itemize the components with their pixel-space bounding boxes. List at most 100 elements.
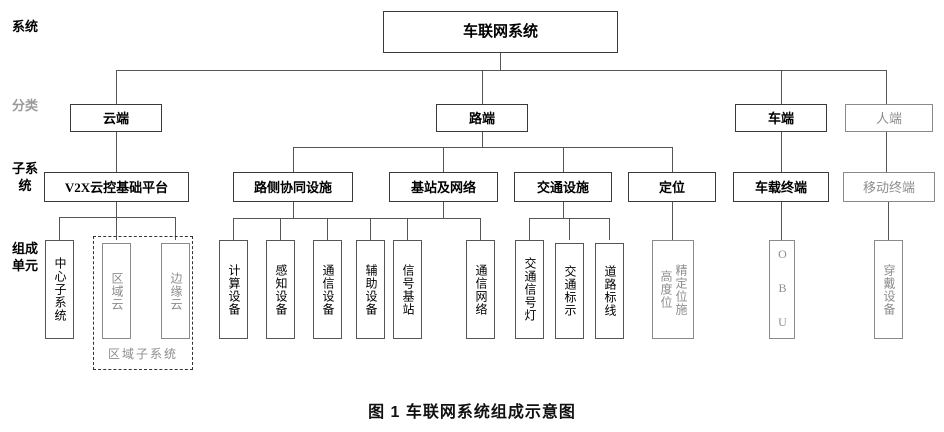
node-component-sensing-device-label: 感知设备 (274, 263, 288, 316)
connector-drop-basestation (443, 147, 444, 172)
node-component-communication-device[interactable]: 通信设备 (313, 240, 342, 339)
node-root-label: 车联网系统 (462, 23, 538, 40)
connector-drop-traffic (563, 147, 564, 172)
connector-mobile-to-wearable (888, 202, 889, 240)
node-classification-person-label: 人端 (875, 110, 902, 126)
connector-vehicle-to-onboard (781, 132, 782, 172)
node-component-signal-base-station[interactable]: 信号基站 (393, 240, 422, 339)
connector-traffic-stem (563, 202, 564, 218)
connector-root-stem (500, 53, 501, 70)
node-subsystem-mobile-terminal[interactable]: 移动终端 (843, 172, 935, 202)
row-label-system: 系统 (8, 18, 42, 35)
node-component-communication-network[interactable]: 通信网络 (466, 240, 495, 339)
node-component-road-marking-label: 道路标线 (603, 265, 617, 317)
row-label-component-unit-text: 组成单元 (11, 241, 38, 273)
figure-caption: 图 1 车联网系统组成示意图 (0, 398, 944, 422)
connector-drop-vehicle (781, 70, 782, 104)
connector-drop-roadside (293, 147, 294, 172)
connector-onboard-to-obu (781, 202, 782, 240)
connector-drop-traffic-signal-light (529, 218, 530, 240)
node-component-computing-device[interactable]: 计算设备 (219, 240, 248, 339)
node-subsystem-v2x-platform[interactable]: V2X云控基础平台 (44, 172, 189, 202)
group-regional-subsystem (93, 236, 193, 370)
connector-drop-center-subsystem (59, 217, 60, 240)
figure-caption-text: 图 1 车联网系统组成示意图 (368, 404, 576, 421)
connector-v2x-stem (116, 202, 117, 217)
node-subsystem-base-station-network[interactable]: 基站及网络 (389, 172, 498, 202)
node-classification-cloud-label: 云端 (102, 110, 129, 126)
node-subsystem-positioning-label: 定位 (658, 179, 685, 195)
connector-road-stem (482, 132, 483, 147)
connector-drop-auxiliary-device (370, 218, 371, 240)
row-label-classification: 分类 (8, 97, 42, 114)
connector-drop-edge-cloud (175, 217, 176, 240)
node-component-wearable-device[interactable]: 穿戴设备 (874, 240, 903, 339)
connector-drop-cloud (116, 70, 117, 104)
group-regional-subsystem-text: 区域子系统 (107, 347, 178, 361)
node-component-traffic-sign-label: 交通标示 (563, 265, 577, 317)
row-label-component-unit: 组成单元 (8, 240, 42, 274)
connector-road-bus (293, 147, 673, 148)
node-component-center-subsystem-label: 中心子系统 (53, 257, 67, 322)
node-component-sensing-device[interactable]: 感知设备 (266, 240, 295, 339)
node-classification-road[interactable]: 路端 (436, 104, 528, 132)
node-component-traffic-signal-light[interactable]: 交通信号灯 (515, 240, 544, 339)
node-subsystem-traffic-facility[interactable]: 交通设施 (514, 172, 612, 202)
node-component-high-precision-positioning[interactable]: 高度位 精定位施 (652, 240, 694, 339)
connector-level1-bus (116, 70, 886, 71)
node-classification-road-label: 路端 (468, 110, 495, 126)
connector-drop-computing-device (233, 218, 234, 240)
node-subsystem-v2x-platform-label: V2X云控基础平台 (64, 179, 169, 195)
connector-drop-communication-device (327, 218, 328, 240)
node-component-wearable-device-label: 穿戴设备 (882, 263, 896, 316)
connector-drop-communication-network (480, 218, 481, 240)
node-component-traffic-signal-light-label: 交通信号灯 (523, 257, 537, 322)
node-component-center-subsystem[interactable]: 中心子系统 (45, 240, 74, 339)
connector-positioning-to-hp (672, 202, 673, 240)
node-component-traffic-sign[interactable]: 交通标示 (555, 243, 584, 339)
node-classification-vehicle[interactable]: 车端 (735, 104, 827, 132)
node-classification-person[interactable]: 人端 (845, 104, 933, 132)
node-component-high-precision-positioning-label-a: 高度位 (659, 270, 673, 309)
node-classification-cloud[interactable]: 云端 (70, 104, 162, 132)
node-component-road-marking[interactable]: 道路标线 (595, 243, 624, 339)
node-component-edge-cloud-label: 边缘云 (169, 271, 183, 311)
node-subsystem-roadside-cooperative[interactable]: 路侧协同设施 (233, 172, 353, 202)
connector-basestation-stem (443, 202, 444, 218)
node-component-regional-cloud[interactable]: 区域云 (102, 243, 131, 339)
node-component-high-precision-positioning-label-b: 精定位施 (674, 263, 688, 316)
node-subsystem-mobile-terminal-label: 移动终端 (862, 179, 915, 195)
node-classification-vehicle-label: 车端 (767, 110, 794, 126)
node-component-communication-device-label: 通信设备 (321, 263, 335, 316)
connector-roadside-bus (233, 218, 408, 219)
connector-roadside-stem (293, 202, 294, 218)
connector-drop-signal-base-station (407, 218, 408, 240)
node-subsystem-base-station-network-label: 基站及网络 (410, 179, 476, 195)
row-label-subsystem-text: 子系统 (11, 161, 38, 193)
connector-basestation-bus (407, 218, 480, 219)
node-component-edge-cloud[interactable]: 边缘云 (161, 243, 190, 339)
node-component-computing-device-label: 计算设备 (227, 263, 241, 316)
connector-drop-person (886, 70, 887, 104)
connector-v2x-bus (59, 217, 175, 218)
node-component-auxiliary-device[interactable]: 辅助设备 (356, 240, 385, 339)
node-component-obu-label: O B U (775, 247, 790, 332)
node-component-obu[interactable]: O B U (769, 240, 795, 339)
group-regional-subsystem-label: 区域子系统 (93, 345, 193, 362)
connector-drop-sensing-device (280, 218, 281, 240)
node-root-iov-system[interactable]: 车联网系统 (383, 11, 618, 53)
node-component-regional-cloud-label: 区域云 (110, 271, 124, 311)
connector-person-to-mobile (886, 132, 887, 172)
connector-drop-road (482, 70, 483, 104)
node-subsystem-onboard-terminal-label: 车载终端 (754, 179, 807, 195)
node-component-signal-base-station-label: 信号基站 (401, 263, 415, 316)
connector-drop-positioning (672, 147, 673, 172)
node-subsystem-positioning[interactable]: 定位 (628, 172, 716, 202)
node-subsystem-onboard-terminal[interactable]: 车载终端 (733, 172, 829, 202)
connector-drop-traffic-sign (569, 218, 570, 240)
connector-drop-regional-cloud (116, 217, 117, 240)
row-label-subsystem: 子系统 (8, 160, 42, 194)
row-label-classification-text: 分类 (11, 98, 38, 113)
node-component-auxiliary-device-label: 辅助设备 (364, 263, 378, 316)
